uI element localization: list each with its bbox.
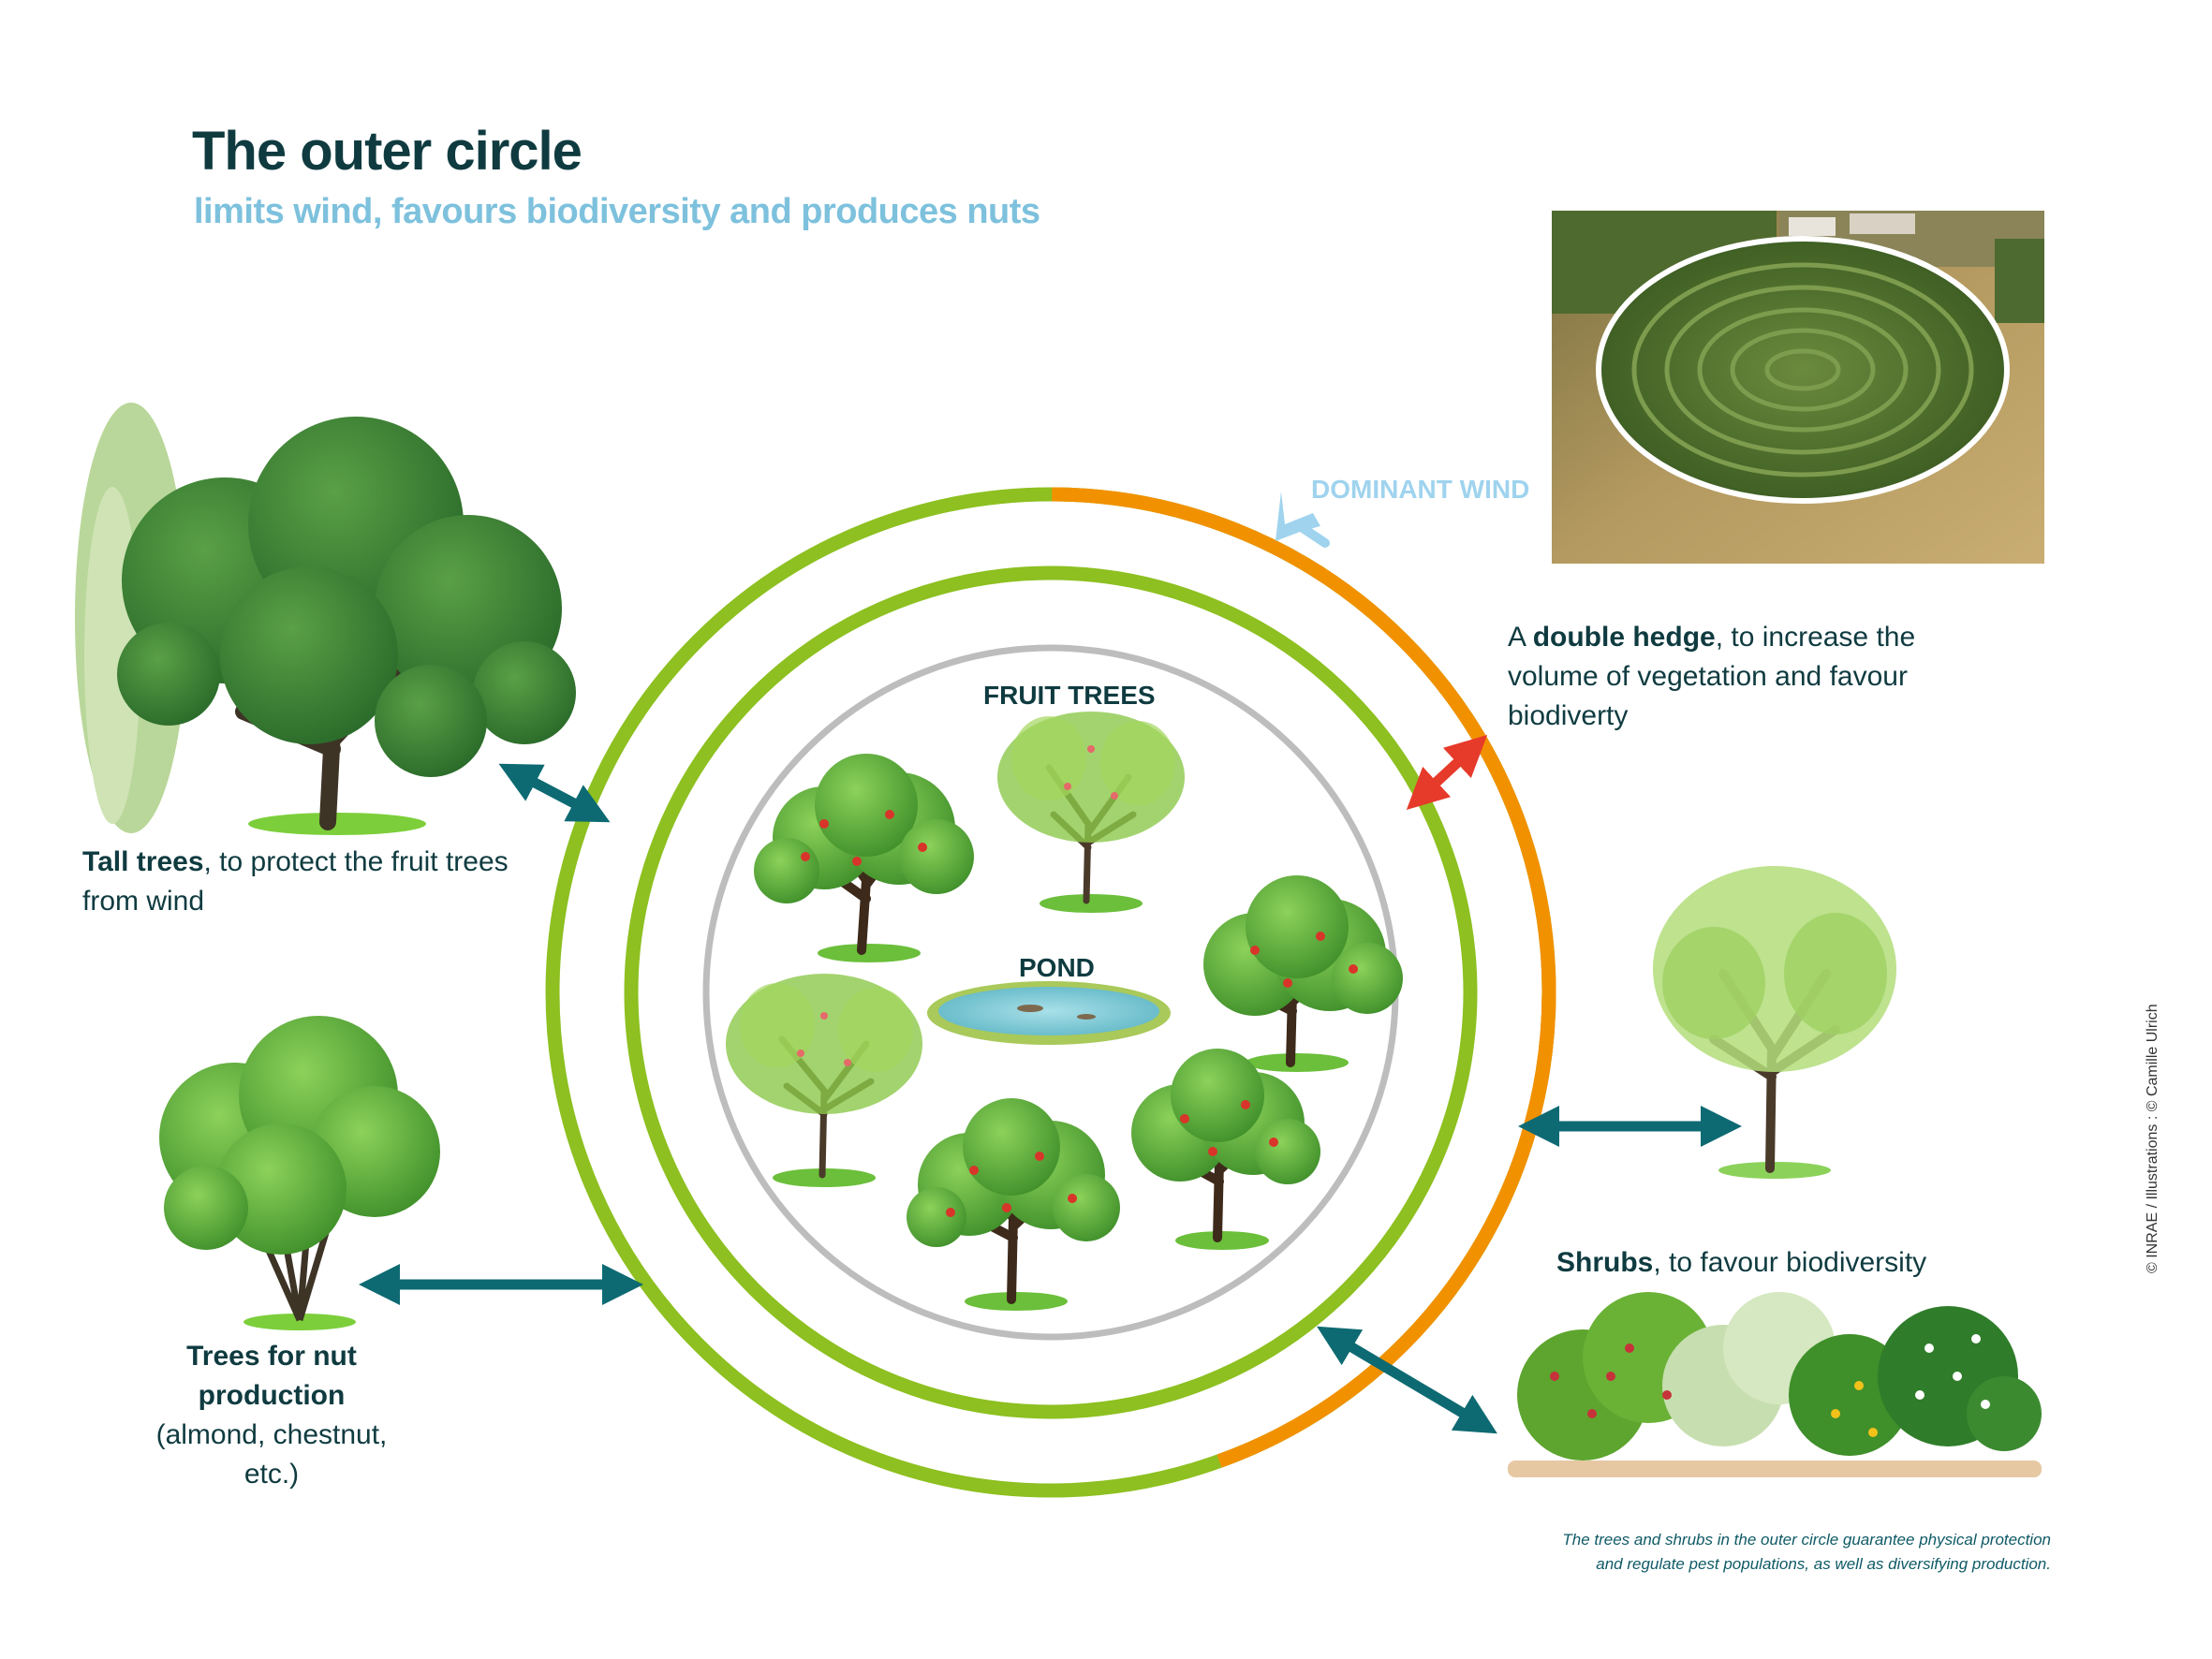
wind-arrow-icon xyxy=(1276,492,1330,548)
fruit-trees-label: FRUIT TREES xyxy=(983,681,1156,710)
pear-tree-icon xyxy=(726,974,922,1187)
nut-tree-icon xyxy=(1653,866,1896,1179)
shrubs-arrow xyxy=(1317,1326,1497,1434)
double-hedge-arrow xyxy=(1406,735,1488,810)
oak-tree-icon xyxy=(117,417,576,835)
apple-tree-icon xyxy=(1131,1049,1320,1250)
nut-trees-label: Trees for nut production (almond, chestn… xyxy=(155,1341,388,1490)
inner-hedge-ring xyxy=(624,565,1478,1419)
aerial-photo xyxy=(1552,211,2044,564)
dominant-wind-label: DOMINANT WIND xyxy=(1311,475,1529,504)
double-hedge-label: A double hedge, to increase the volume o… xyxy=(1508,622,1916,731)
apple-tree-icon xyxy=(754,754,974,962)
pear-tree-icon xyxy=(997,712,1185,913)
shrubs-label: Shrubs, to favour biodiversity xyxy=(1556,1247,1927,1278)
hazel-bush-icon xyxy=(159,1016,440,1330)
tall-trees-label: Tall trees, to protect the fruit trees f… xyxy=(82,846,509,917)
pond-label: POND xyxy=(1019,953,1095,982)
page-subtitle: limits wind, favours biodiversity and pr… xyxy=(194,192,1040,231)
footnote: The trees and shrubs in the outer circle… xyxy=(1562,1531,2051,1573)
shrub-row-icon xyxy=(1508,1292,2042,1477)
image-credit: © INRAE / Illustrations : © Camille Ulri… xyxy=(2145,1004,2160,1273)
page-title: The outer circle xyxy=(192,121,582,182)
pond-icon xyxy=(927,981,1171,1045)
tall-trees-arrow xyxy=(498,763,611,823)
apple-tree-icon xyxy=(907,1098,1120,1311)
apple-tree-icon xyxy=(1203,875,1403,1072)
outer-hedge-ring xyxy=(545,487,1556,1498)
